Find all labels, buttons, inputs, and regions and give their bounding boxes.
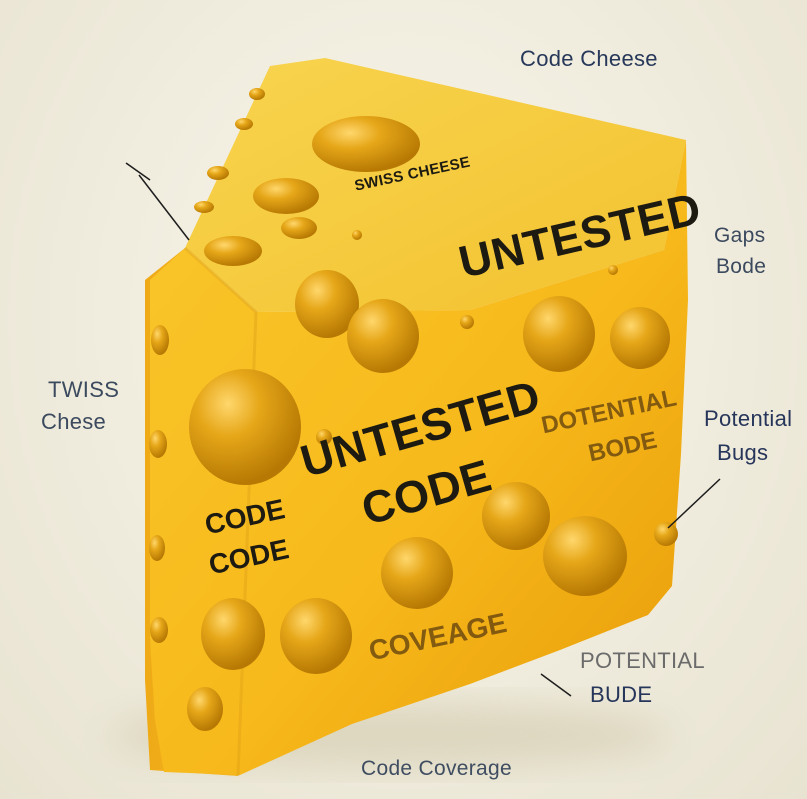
- potential-right-label-line-1: Potential: [704, 406, 793, 431]
- top-right-label: Code Cheese: [520, 46, 658, 71]
- gaps-label-line-1: Gaps: [714, 224, 766, 247]
- potential-bottom-label-line-2: BUDE: [590, 682, 653, 707]
- bottom-label: Code Coverage: [361, 757, 512, 780]
- gaps-label-line-2: Bode: [716, 255, 767, 278]
- potential-right-label-line-2: Bugs: [717, 440, 769, 465]
- potential-bottom-label-line-1: POTENTIAL: [580, 648, 705, 673]
- twiss-label-line-2: Chese: [41, 409, 107, 434]
- twiss-label-line-1: TWISS: [48, 377, 120, 402]
